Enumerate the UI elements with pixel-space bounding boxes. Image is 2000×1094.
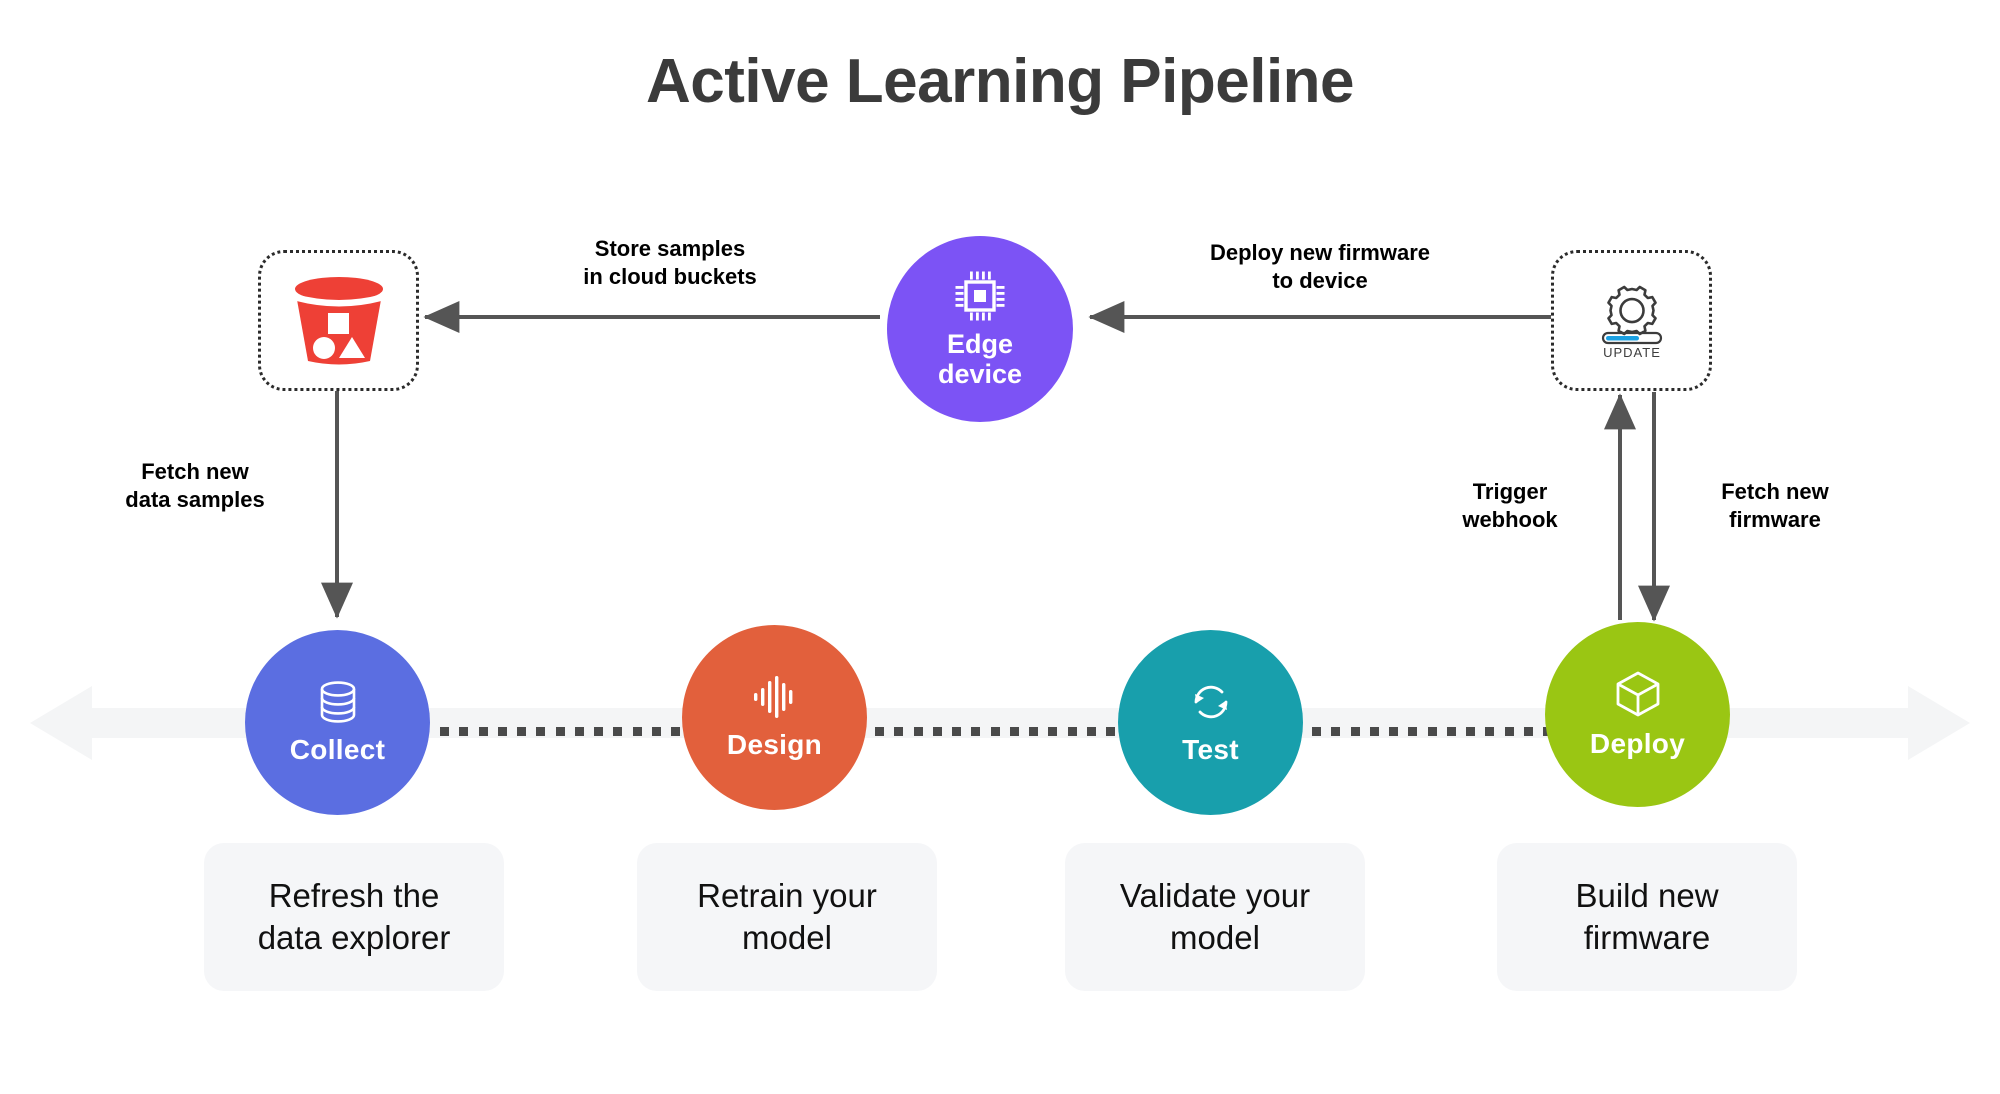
edge-device-label-line2: device [937,359,1023,389]
label-store-samples: Store samples in cloud buckets [583,236,757,290]
page-title: Active Learning Pipeline [645,47,1355,116]
stage-label-design: Design [726,728,823,760]
stage-node-collect[interactable]: Collect [245,630,430,815]
stage-label-collect: Collect [289,733,386,765]
stage-description-deploy: Build new firmware [1497,843,1797,991]
gear-update-icon: UPDATE [1601,285,1662,360]
firmware-update-box[interactable]: UPDATE [1551,250,1712,391]
stage-node-design[interactable]: Design [682,625,867,810]
stage-description-design: Retrain your model [637,843,937,991]
edge-device-label-line1: Edge [946,328,1013,359]
sync-refresh-icon [1189,680,1233,724]
label-trigger-webhook: Trigger webhook [1462,479,1558,533]
connector-test-deploy [1312,727,1552,736]
timeline-band [30,686,1970,760]
cube-icon [1615,670,1661,718]
stage-description-test: Validate your model [1065,843,1365,991]
update-caption: UPDATE [1603,345,1661,360]
stage-node-test[interactable]: Test [1118,630,1303,815]
connector-collect-design [440,727,680,736]
connector-design-test [875,727,1115,736]
cloud-bucket-box[interactable] [258,250,419,391]
database-icon [318,680,358,724]
label-fetch-firmware: Fetch new firmware [1721,479,1829,533]
stage-label-deploy: Deploy [1589,727,1686,759]
stage-label-test: Test [1182,733,1239,765]
stage-node-deploy[interactable]: Deploy [1545,622,1730,807]
waveform-icon [752,675,798,719]
s3-bucket-icon [294,276,383,364]
edge-device-node[interactable]: Edge device [887,236,1073,422]
label-fetch-data-samples: Fetch new data samples [125,459,265,513]
microchip-icon [953,269,1007,323]
label-deploy-firmware: Deploy new firmware to device [1209,240,1431,294]
stage-description-collect: Refresh the data explorer [204,843,504,991]
